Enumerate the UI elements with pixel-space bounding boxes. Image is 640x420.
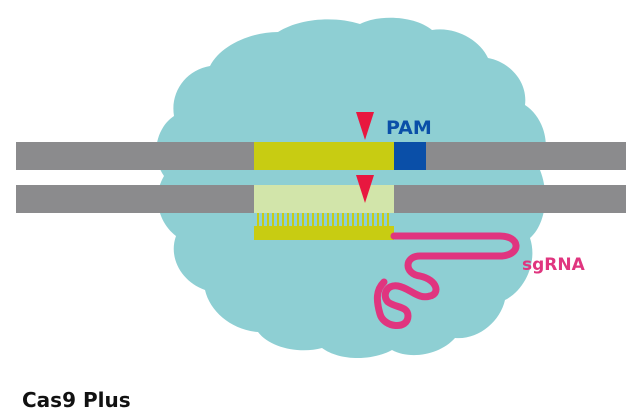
sgrna-guide-bar (254, 226, 394, 240)
base-pair-tick (277, 213, 279, 227)
base-pair-tick (337, 213, 339, 227)
base-pair-tick (257, 213, 259, 227)
sgrna-guide (254, 213, 394, 240)
cut-site-triangle-lower (356, 175, 374, 203)
base-pair-tick (367, 213, 369, 227)
base-pair-tick (327, 213, 329, 227)
base-pair-tick (322, 213, 324, 227)
base-pair-tick (272, 213, 274, 227)
base-pair-tick (332, 213, 334, 227)
base-pair-tick (312, 213, 314, 227)
target-upper (254, 142, 394, 170)
base-pair-tick (357, 213, 359, 227)
base-pair-tick (292, 213, 294, 227)
base-pair-tick (282, 213, 284, 227)
base-pair-tick (352, 213, 354, 227)
cut-site-triangle-upper (356, 112, 374, 140)
base-pair-tick (317, 213, 319, 227)
dna-upper-left (16, 142, 254, 170)
sgrna-label: sgRNA (522, 255, 586, 275)
sgrna-tail (373, 232, 520, 329)
figure-caption: Cas9 Plus (22, 388, 131, 412)
base-pair-tick (262, 213, 264, 227)
base-pair-tick (302, 213, 304, 227)
base-pair-tick (377, 213, 379, 227)
target-lower (254, 185, 394, 213)
base-pair-tick (387, 213, 389, 227)
base-pair-tick (267, 213, 269, 227)
base-pair-tick (307, 213, 309, 227)
base-pair-ticks (257, 213, 389, 227)
base-pair-tick (382, 213, 384, 227)
base-pair-tick (287, 213, 289, 227)
base-pair-tick (297, 213, 299, 227)
dna-lower-left (16, 185, 254, 213)
base-pair-tick (347, 213, 349, 227)
pam-block (394, 142, 426, 170)
dna-lower-right (394, 185, 626, 213)
pam-label: PAM (386, 117, 432, 139)
dna-upper-right (426, 142, 626, 170)
base-pair-tick (362, 213, 364, 227)
base-pair-tick (342, 213, 344, 227)
base-pair-tick (372, 213, 374, 227)
